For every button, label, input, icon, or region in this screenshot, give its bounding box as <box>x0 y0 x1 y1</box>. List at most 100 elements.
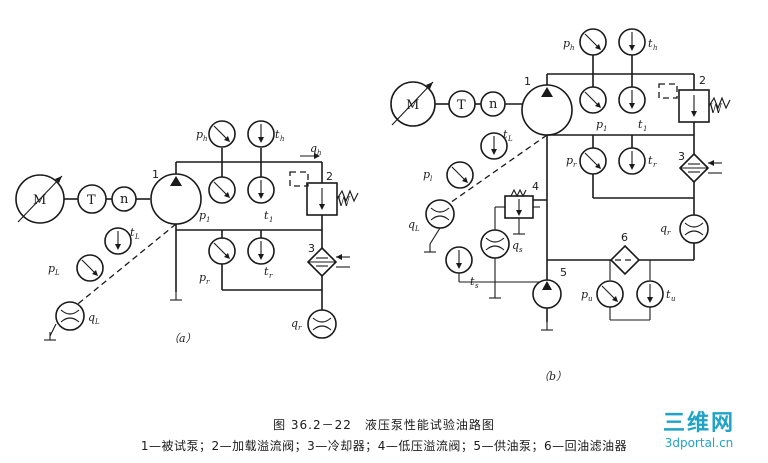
label-tL-b: t <box>503 128 508 141</box>
label-t1-b: t <box>638 118 643 131</box>
motor-b: M <box>390 81 436 127</box>
label-pu-b: p <box>581 288 588 301</box>
label-qr-a: q <box>291 317 298 330</box>
temp-gauge-t1-b <box>618 86 646 114</box>
label-t1-a: t <box>264 209 269 222</box>
pressure-gauge-ph-a <box>208 120 236 148</box>
label-ph-b: p <box>563 37 570 50</box>
label-th-sub-a: h <box>280 135 285 143</box>
watermark-brand: 三维网 <box>662 411 735 436</box>
label-qs-b: q <box>512 239 519 252</box>
watermark-site: 3dportal.cn <box>664 436 734 450</box>
temp-gauge-tr-a <box>247 237 275 265</box>
label-qs-sub-b: s <box>519 246 523 254</box>
label-pl-sub-b: l <box>430 175 432 183</box>
label-tr-b: t <box>648 154 653 167</box>
diagram-b: M T n 1 <box>390 28 731 383</box>
speed-label-a: n <box>120 192 129 207</box>
valve-number-a: 2 <box>326 170 333 183</box>
label-pL-sub-a: L <box>54 269 60 277</box>
label-qL-sub-b: L <box>414 225 420 233</box>
pressure-gauge-pL-a <box>76 254 104 282</box>
label-tL-sub-a: L <box>134 233 140 241</box>
pressure-gauge-pl-b <box>446 161 474 189</box>
torque-label-a: T <box>87 193 96 208</box>
label-qr-sub-a: r <box>298 324 302 332</box>
label-tL-sub-b: L <box>507 135 513 143</box>
label-pL-a: p <box>48 262 55 275</box>
label-qr-b: q <box>660 222 667 235</box>
flowmeter-qr-a <box>307 309 337 339</box>
label-th-a: t <box>275 128 280 141</box>
lowvalve-number-b: 4 <box>532 180 539 193</box>
torque-label-b: T <box>457 98 466 113</box>
figure-legend: 1—被试泵；2—加载溢流阀；3—冷却器；4—低压溢流阀；5—供油泵；6—回油滤油… <box>140 439 628 453</box>
label-tu-sub-b: u <box>671 295 676 303</box>
flowmeter-qr-b <box>679 214 709 244</box>
temp-gauge-tu-b <box>636 280 664 308</box>
label-pr-sub-b: r <box>573 161 577 169</box>
speed-meter-a: n <box>111 186 137 212</box>
label-pr-b: p <box>566 154 573 167</box>
label-tr-sub-b: r <box>653 161 657 169</box>
label-ts-sub-b: s <box>475 282 479 290</box>
pressure-gauge-p1-a <box>208 176 236 204</box>
motor-a-label: M <box>33 193 46 208</box>
filter-number-b: 6 <box>621 231 628 244</box>
flowmeter-qs-b <box>480 229 510 259</box>
temp-gauge-th-a <box>247 120 275 148</box>
label-t1-sub-b: 1 <box>643 125 647 133</box>
temp-gauge-t1-a <box>247 176 275 204</box>
valve-symbol-a: W <box>337 195 351 210</box>
label-tr-a: t <box>264 265 269 278</box>
pump-number-a: 1 <box>152 168 159 181</box>
torque-meter-a: T <box>77 184 107 214</box>
supply-pump-number-b: 5 <box>560 266 567 279</box>
motor-b-label: M <box>406 98 419 113</box>
label-pl-b: p <box>423 168 430 181</box>
label-pu-sub-b: u <box>588 295 593 303</box>
label-p1-sub-a: 1 <box>206 216 210 224</box>
label-t1-sub-a: 1 <box>269 216 273 224</box>
pressure-gauge-pu-b <box>596 280 624 308</box>
label-p1-a: p <box>199 209 206 222</box>
label-ts-b: t <box>470 275 475 288</box>
cooler-number-b: 3 <box>678 150 685 163</box>
temp-gauge-tr-b <box>618 147 646 175</box>
test-pump-a: 1 <box>150 168 202 225</box>
watermark: 三维网 3dportal.cn <box>644 411 754 451</box>
valve-symbol-b: W <box>709 102 723 117</box>
label-th-b: t <box>648 37 653 50</box>
pressure-gauge-pr-b <box>579 147 607 175</box>
label-tu-b: t <box>666 288 671 301</box>
label-pr-sub-a: r <box>206 278 210 286</box>
label-qL-sub-a: L <box>94 318 100 326</box>
temp-gauge-ts-b <box>445 246 473 274</box>
flowmeter-qL-a <box>55 301 85 331</box>
label-qL-b: q <box>408 218 415 231</box>
pressure-gauge-p1-b <box>579 86 607 114</box>
label-ph-a: p <box>196 128 203 141</box>
pump-number-b: 1 <box>524 75 531 88</box>
speed-meter-b: n <box>480 91 506 117</box>
flowmeter-qL-b <box>425 199 455 229</box>
cooler-number-a: 3 <box>308 242 315 255</box>
motor-a: M <box>15 174 65 224</box>
figure-title: 图 36.2－22 液压泵性能试验油路图 <box>273 418 495 432</box>
torque-meter-b: T <box>448 90 476 118</box>
pressure-gauge-ph-b <box>579 28 607 56</box>
temp-gauge-th-b <box>618 28 646 56</box>
speed-label-b: n <box>489 97 498 112</box>
label-qr-sub-b: r <box>667 229 671 237</box>
label-pr-a: p <box>199 271 206 284</box>
valve-number-b: 2 <box>699 74 706 87</box>
diagram-a: M T n 1 <box>15 120 359 345</box>
label-ph-sub-a: h <box>203 135 208 143</box>
label-tL-a: t <box>130 226 135 239</box>
pressure-gauge-pr-a <box>208 237 236 265</box>
caption-a: （a） <box>168 332 197 345</box>
label-p1-sub-b: 1 <box>603 125 607 133</box>
label-ph-sub-b: h <box>570 44 575 52</box>
label-tr-sub-a: r <box>269 272 273 280</box>
hydraulic-circuit-diagram: M T n 1 <box>15 28 731 383</box>
